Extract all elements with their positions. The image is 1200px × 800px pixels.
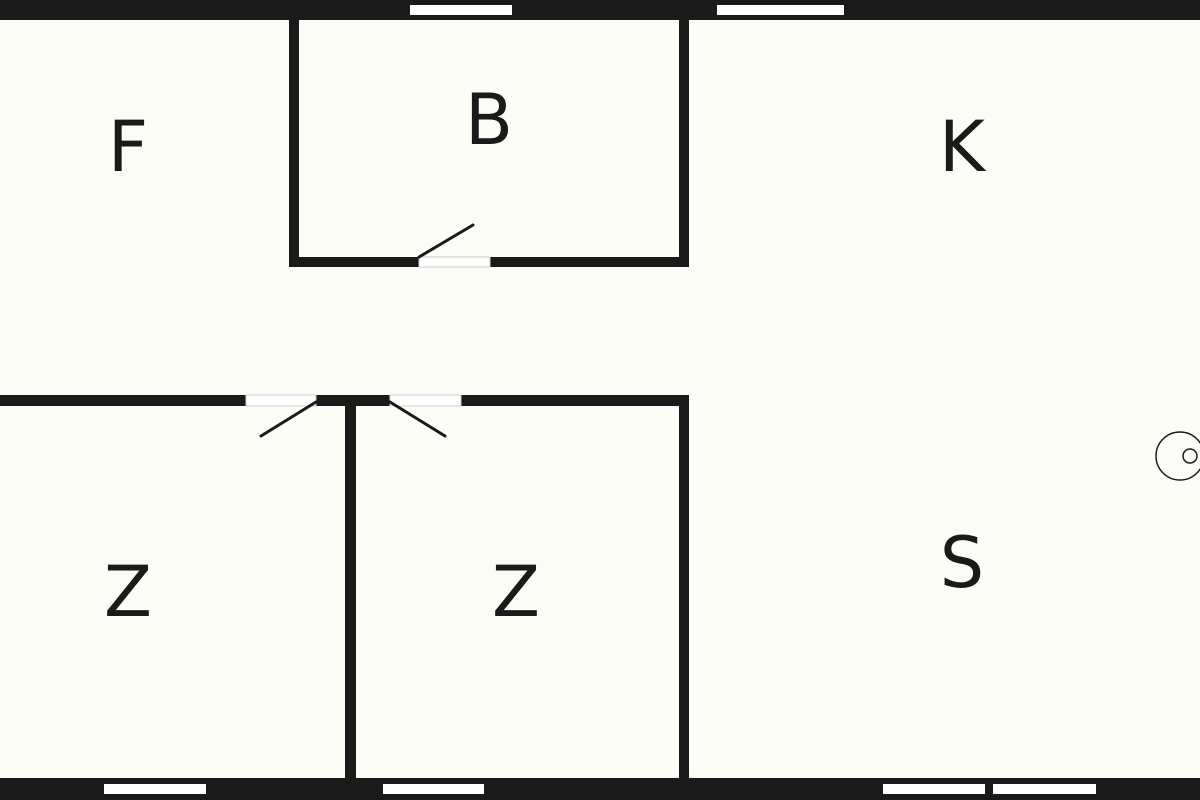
- door-leaves: [259, 223, 475, 438]
- wall-z-divider: [345, 395, 356, 785]
- interior-walls: [0, 14, 689, 785]
- window-top-k: [717, 5, 844, 15]
- wall-corridor-right: [461, 395, 689, 406]
- bottom-exterior-wall: [0, 778, 1200, 800]
- circle-symbol-outer: [1155, 431, 1200, 481]
- door-leaf-z-right: [388, 400, 447, 438]
- window-bottom-s-right: [993, 784, 1096, 794]
- door-opening-z-left: [245, 394, 317, 407]
- wall-b-bottom-right: [490, 257, 689, 267]
- room-label-b: B: [465, 79, 513, 161]
- door-leaf-z-left: [259, 400, 318, 438]
- wall-z-right: [679, 395, 689, 785]
- windows: [104, 5, 1096, 794]
- wall-corridor-left: [0, 395, 246, 406]
- room-label-z-right: Z: [492, 551, 540, 633]
- wall-b-right: [679, 14, 689, 267]
- wall-b-left: [289, 14, 299, 267]
- room-label-f: F: [108, 106, 148, 188]
- door-opening-z-right: [389, 394, 462, 407]
- window-bottom-z-right: [383, 784, 484, 794]
- door-openings: [245, 256, 491, 407]
- wall-b-bottom-left: [289, 257, 419, 267]
- door-leaf-b: [417, 223, 475, 259]
- room-label-z-left: Z: [104, 551, 152, 633]
- room-label-k: K: [939, 106, 987, 188]
- window-bottom-z-left: [104, 784, 206, 794]
- window-top-b: [410, 5, 512, 15]
- circle-symbol: [1155, 431, 1200, 481]
- room-label-s: S: [940, 522, 984, 604]
- door-opening-b: [418, 256, 491, 268]
- top-exterior-wall: [0, 0, 1200, 20]
- window-bottom-s-left: [883, 784, 985, 794]
- circle-symbol-inner: [1182, 448, 1198, 464]
